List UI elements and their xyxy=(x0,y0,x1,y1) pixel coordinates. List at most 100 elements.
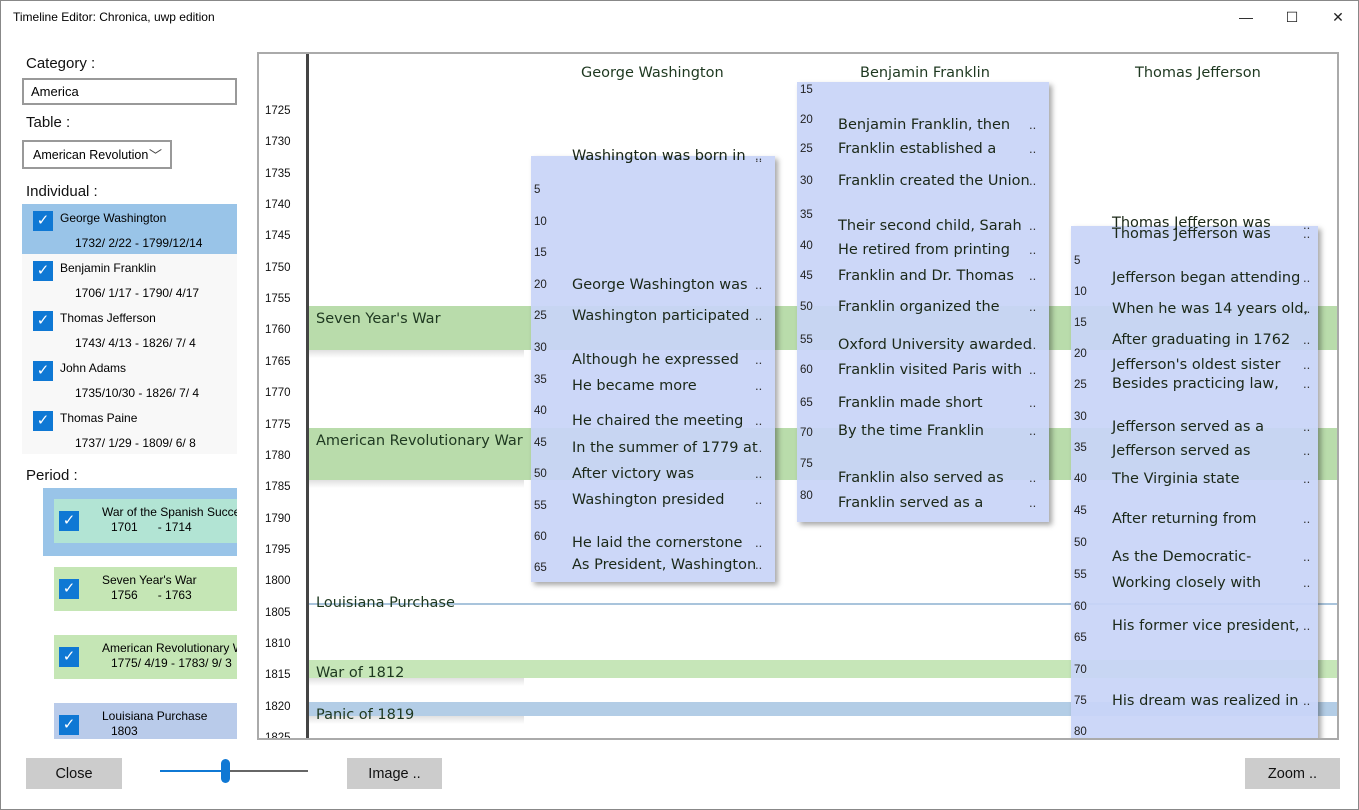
event-text[interactable]: Jefferson served as a xyxy=(1112,419,1264,435)
image-button[interactable]: Image .. xyxy=(347,758,442,789)
event-more-link[interactable]: .. xyxy=(1029,395,1037,410)
event-more-link[interactable]: .. xyxy=(755,492,763,507)
event-text[interactable]: Franklin established a xyxy=(838,141,997,157)
event-more-link[interactable]: .. xyxy=(1303,471,1311,486)
event-text[interactable]: Working closely with xyxy=(1112,575,1262,591)
event-text[interactable]: George Washington was xyxy=(572,277,748,293)
event-more-link[interactable]: .. xyxy=(755,535,763,550)
event-more-link[interactable]: .. xyxy=(1029,173,1037,188)
event-more-link[interactable]: .. xyxy=(1029,141,1037,156)
event-more-link[interactable]: .. xyxy=(1029,117,1037,132)
event-more-link[interactable]: .. xyxy=(755,150,763,165)
event-more-link[interactable]: .. xyxy=(1303,376,1311,391)
event-more-link[interactable]: .. xyxy=(1303,511,1311,526)
event-text[interactable]: Franklin and Dr. Thomas xyxy=(838,268,1014,284)
event-text[interactable]: He became more xyxy=(572,378,697,394)
event-text[interactable]: He laid the cornerstone xyxy=(572,535,743,551)
event-text[interactable]: His dream was realized in xyxy=(1112,693,1299,709)
event-more-link[interactable]: .. xyxy=(755,557,763,572)
period-checkbox[interactable]: ✓ xyxy=(59,715,79,735)
event-more-link[interactable]: .. xyxy=(755,378,763,393)
event-more-link[interactable]: .. xyxy=(1029,470,1037,485)
event-text[interactable]: Although he expressed xyxy=(572,352,739,368)
period-item[interactable]: ✓American Revolutionary War1775/ 4/19 - … xyxy=(43,624,237,692)
event-text[interactable]: Washington presided xyxy=(572,492,725,508)
event-more-link[interactable]: .. xyxy=(1303,419,1311,434)
event-text[interactable]: Franklin also served as xyxy=(838,470,1004,486)
event-more-link[interactable]: .. xyxy=(1303,332,1311,347)
event-more-link[interactable]: .. xyxy=(1029,495,1037,510)
event-text[interactable]: Franklin served as a xyxy=(838,495,984,511)
event-more-link[interactable]: .. xyxy=(1303,301,1311,316)
individual-checkbox[interactable]: ✓ xyxy=(33,311,53,331)
event-more-link[interactable]: .. xyxy=(755,413,763,428)
event-text[interactable]: Washington participated xyxy=(572,308,750,324)
event-text[interactable]: He retired from printing xyxy=(838,242,1010,258)
event-more-link[interactable]: .. xyxy=(1303,226,1311,241)
individual-checkbox[interactable]: ✓ xyxy=(33,361,53,381)
event-more-link[interactable]: .. xyxy=(1029,242,1037,257)
event-more-link[interactable]: .. xyxy=(1303,549,1311,564)
individual-checkbox[interactable]: ✓ xyxy=(33,411,53,431)
event-text[interactable]: Washington was born in xyxy=(572,156,746,164)
event-text[interactable]: After victory was xyxy=(572,466,695,482)
close-button[interactable]: Close xyxy=(26,758,122,789)
event-more-link[interactable]: .. xyxy=(1029,423,1037,438)
event-text[interactable]: Thomas Jefferson was xyxy=(1112,215,1271,231)
event-more-link[interactable]: .. xyxy=(1303,357,1311,372)
period-checkbox[interactable]: ✓ xyxy=(59,511,79,531)
event-more-link[interactable]: .. xyxy=(1029,268,1037,283)
event-text[interactable]: Franklin organized the xyxy=(838,299,1000,315)
event-text[interactable]: As President, Washington xyxy=(572,557,757,573)
event-text[interactable]: His former vice president, xyxy=(1112,618,1300,634)
event-text[interactable]: He chaired the meeting xyxy=(572,413,744,429)
event-text[interactable]: Oxford University awarded xyxy=(838,337,1032,353)
category-input[interactable]: America xyxy=(22,78,237,105)
maximize-button[interactable]: ☐ xyxy=(1269,1,1315,33)
event-text[interactable]: Franklin created the Union xyxy=(838,173,1030,189)
event-text[interactable]: Besides practicing law, xyxy=(1112,376,1279,392)
event-text[interactable]: In the summer of 1779 at xyxy=(572,440,758,456)
event-text[interactable]: Benjamin Franklin, then xyxy=(838,117,1011,133)
zoom-button[interactable]: Zoom .. xyxy=(1245,758,1340,789)
minimize-button[interactable]: — xyxy=(1223,1,1269,33)
event-more-link[interactable]: .. xyxy=(1303,270,1311,285)
event-more-link[interactable]: .. xyxy=(755,352,763,367)
event-text[interactable]: Their second child, Sarah xyxy=(838,218,1022,234)
event-text[interactable]: After returning from xyxy=(1112,511,1257,527)
table-select[interactable]: American Revolution ﹀ xyxy=(22,140,172,169)
individual-checkbox[interactable]: ✓ xyxy=(33,211,53,231)
event-more-link[interactable]: .. xyxy=(1303,575,1311,590)
event-more-link[interactable]: .. xyxy=(1029,362,1037,377)
event-more-link[interactable]: .. xyxy=(755,277,763,292)
zoom-slider-track[interactable] xyxy=(160,770,308,772)
event-more-link[interactable]: .. xyxy=(1029,337,1037,352)
zoom-slider-thumb[interactable] xyxy=(221,759,230,783)
event-more-link[interactable]: .. xyxy=(755,466,763,481)
event-more-link[interactable]: .. xyxy=(1303,443,1311,458)
event-text[interactable]: Washington was born in xyxy=(572,148,746,164)
period-checkbox[interactable]: ✓ xyxy=(59,647,79,667)
event-text[interactable]: Franklin visited Paris with xyxy=(838,362,1023,378)
title-bar[interactable]: Timeline Editor: Chronica, uwp edition —… xyxy=(1,1,1358,33)
period-card[interactable]: ✓American Revolutionary War1775/ 4/19 - … xyxy=(54,635,237,679)
event-more-link[interactable]: .. xyxy=(1303,217,1311,232)
event-text[interactable]: Thomas Jefferson was xyxy=(1112,226,1271,242)
event-text[interactable]: By the time Franklin xyxy=(838,423,984,439)
event-text[interactable]: The Virginia state xyxy=(1112,471,1240,487)
event-text[interactable]: Jefferson's oldest sister xyxy=(1112,357,1281,373)
period-card[interactable]: ✓War of the Spanish Succession1701 - 171… xyxy=(54,499,237,543)
